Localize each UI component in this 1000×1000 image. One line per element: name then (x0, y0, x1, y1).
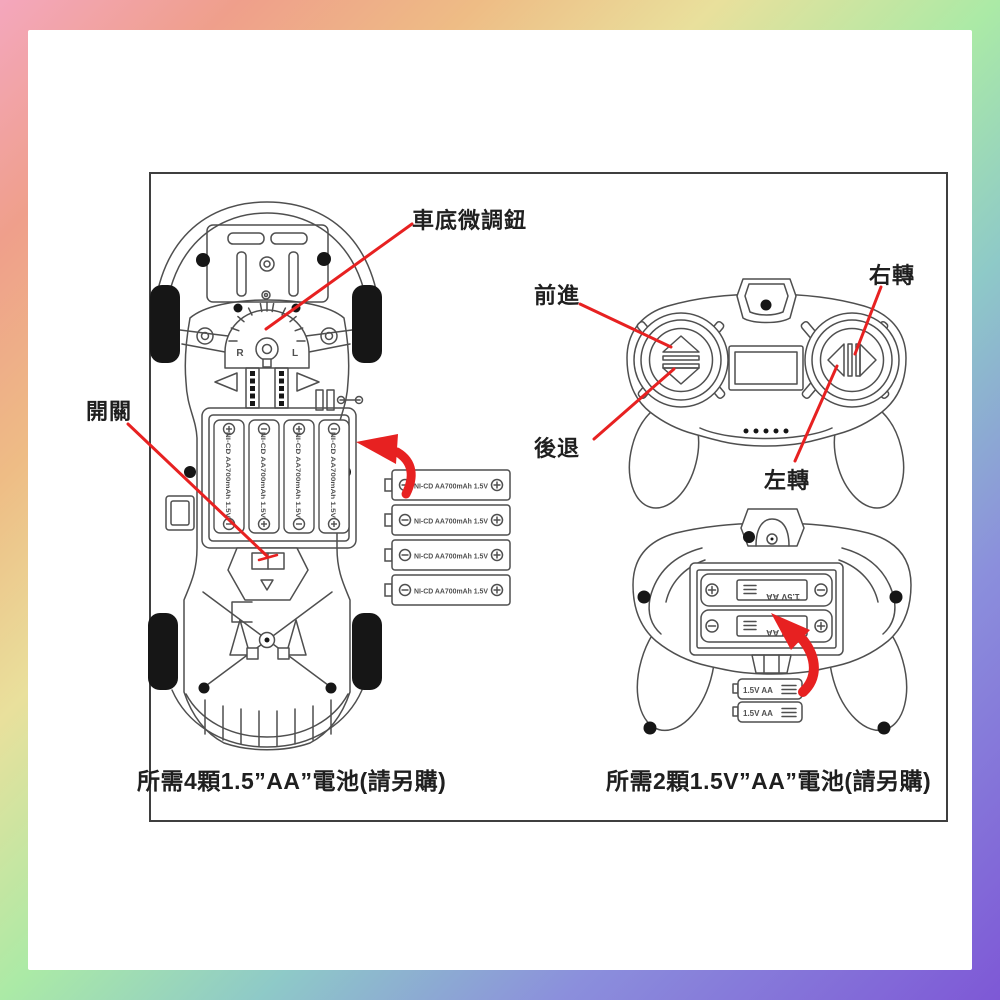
svg-text:NI-CD AA700mAh 1.5V: NI-CD AA700mAh 1.5V (414, 587, 488, 596)
dial-letter-r: R (236, 348, 244, 359)
svg-text:NI-CD AA700mAh 1.5V: NI-CD AA700mAh 1.5V (259, 432, 266, 519)
controller-screen (728, 345, 804, 391)
switch-pointer-line (126, 422, 269, 558)
battery-cell-label: NI-CD AA700mAh 1.5V (384, 469, 511, 501)
battery-cell-label: NI-CD AA700mAh 1.5V (384, 504, 511, 536)
dial-letter-l: L (292, 348, 298, 359)
annotation-backward: 後退 (534, 436, 581, 461)
annotation-turn-right: 右轉 (869, 263, 916, 288)
antenna-mount (736, 278, 797, 324)
car-battery-cells: NI-CD AA700mAh 1.5V NI-CD AA700mAh 1.5V … (213, 419, 350, 534)
backward-arrow-icon (662, 367, 700, 385)
svg-text:NI-CD AA700mAh 1.5V: NI-CD AA700mAh 1.5V (414, 517, 488, 526)
trim-dial: R L (224, 301, 310, 369)
backward-pointer-line (592, 367, 676, 441)
speaker-grille (743, 428, 789, 434)
forward-arrow-icon (662, 335, 700, 353)
controller-battery-caption: 所需2顆1.5V”AA”電池(請另購) (606, 768, 932, 794)
turn-right-pointer-line (853, 285, 883, 356)
svg-text:NI-CD AA700mAh 1.5V: NI-CD AA700mAh 1.5V (414, 482, 488, 491)
turn-left-pointer-line (793, 364, 839, 463)
left-bar-icon (847, 343, 853, 377)
forward-bar-icon (662, 355, 700, 361)
trim-knob-pointer-line (264, 222, 414, 331)
controller-battery-arrow (771, 613, 819, 697)
annotation-turn-left: 左轉 (764, 468, 811, 493)
svg-text:1.5V AA: 1.5V AA (766, 592, 800, 602)
controller-battery-compartment: 1.5V AA 1.5V AA (689, 562, 844, 656)
external-battery-labels: NI-CD AA700mAh 1.5V NI-CD AA700mAh 1.5V … (384, 469, 511, 606)
svg-text:NI-CD AA700mAh 1.5V: NI-CD AA700mAh 1.5V (294, 432, 301, 519)
svg-text:NI-CD AA700mAh 1.5V: NI-CD AA700mAh 1.5V (414, 552, 488, 561)
battery-cell-label: NI-CD AA700mAh 1.5V (384, 539, 511, 571)
car-battery-caption: 所需4顆1.5”AA”電池(請另購) (137, 768, 447, 794)
svg-text:1.5V AA: 1.5V AA (743, 686, 773, 695)
annotation-trim-knob: 車底微調鈕 (412, 208, 528, 233)
controller-back-diagram: 1.5V AA 1.5V AA 1.5V AA 1.5V AA (632, 508, 912, 735)
red-annotations (126, 222, 883, 697)
steering-pad (804, 312, 900, 408)
car-bottom-diagram: R L (148, 201, 382, 751)
forward-pointer-line (578, 302, 673, 349)
svg-text:1.5V AA: 1.5V AA (743, 709, 773, 718)
svg-text:NI-CD AA700mAh 1.5V: NI-CD AA700mAh 1.5V (224, 432, 231, 519)
car-battery-arrow (356, 434, 416, 499)
battery-cell-label: NI-CD AA700mAh 1.5V (384, 574, 511, 606)
svg-text:NI-CD AA700mAh 1.5V: NI-CD AA700mAh 1.5V (329, 432, 336, 519)
right-arrow-icon (859, 343, 877, 377)
annotation-switch: 開關 (86, 399, 133, 424)
aa-battery-icons: 1.5V AA 1.5V AA (732, 678, 803, 723)
antenna-mount-back (740, 508, 805, 547)
car-wheels (148, 285, 382, 690)
annotation-forward: 前進 (534, 283, 581, 308)
